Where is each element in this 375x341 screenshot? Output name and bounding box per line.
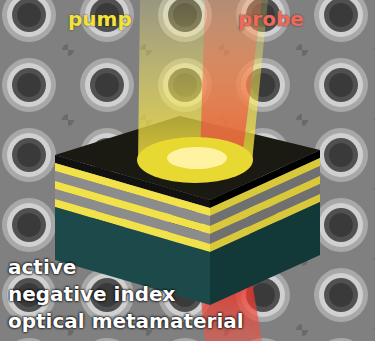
probe-label: probe: [238, 8, 304, 30]
caption-line: optical metamaterial: [8, 310, 244, 332]
caption-line: negative index: [8, 283, 175, 305]
pump-label: pump: [68, 8, 132, 30]
caption-line: active: [8, 256, 76, 278]
layer-stack: [55, 116, 320, 305]
